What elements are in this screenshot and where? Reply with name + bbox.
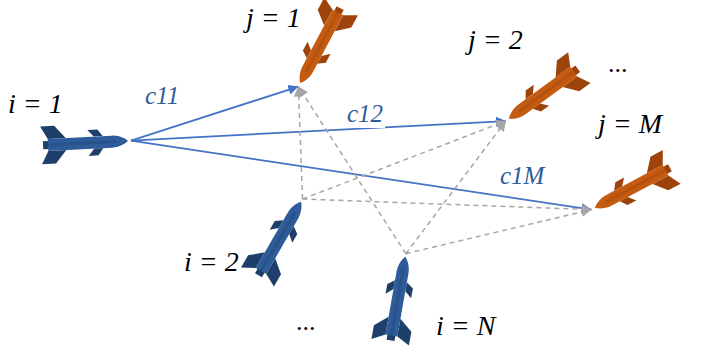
dashed-assignment-arrow (406, 210, 592, 254)
missile-node: i = 1 (36, 93, 136, 193)
missile-icon (582, 138, 682, 238)
index-label: i = N (436, 310, 495, 342)
index-label: j = M (598, 108, 662, 140)
dashed-assignment-arrow (298, 87, 302, 199)
missile-icon (348, 248, 448, 348)
assignment-arrow (131, 121, 506, 141)
cost-label: c12 (345, 100, 385, 128)
ellipsis-mark: ... (608, 50, 628, 78)
dashed-assignment-arrow (298, 87, 405, 254)
assignment-arrow (131, 141, 591, 210)
cost-label: c1M (498, 162, 546, 190)
missile-node: i = N (348, 248, 448, 348)
missile-node: j = M (582, 138, 682, 238)
index-label: i = 1 (8, 88, 63, 120)
cost-label: c11 (143, 82, 181, 110)
index-label: i = 2 (184, 246, 239, 278)
ellipsis-mark: ... (296, 308, 316, 336)
missile-node: j = 1 (270, 0, 370, 96)
missile-node: i = 2 (230, 188, 330, 288)
missile-icon (230, 188, 330, 288)
missile-icon (493, 44, 593, 144)
dashed-assignment-arrow (406, 121, 506, 254)
index-label: j = 1 (246, 2, 301, 34)
index-label: j = 2 (468, 24, 523, 56)
dashed-assignment-arrow (303, 199, 592, 210)
dashed-assignment-arrow (303, 121, 506, 199)
missile-node: j = 2 (493, 44, 593, 144)
